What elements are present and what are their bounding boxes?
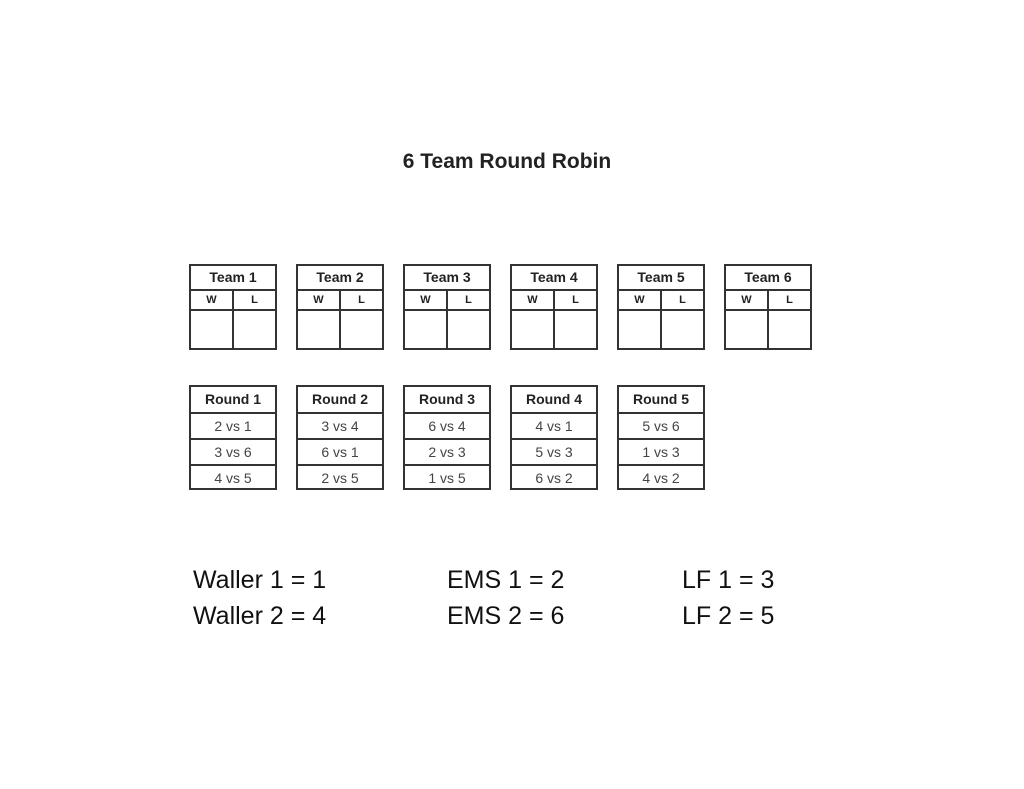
team-box: Team 3 W L — [403, 264, 491, 350]
round-name: Round 3 — [405, 387, 489, 414]
loss-cell[interactable] — [555, 311, 596, 348]
match-cell: 4 vs 2 — [619, 464, 703, 490]
legend-column: Waller 1 = 1 Waller 2 = 4 — [193, 562, 326, 634]
team-name: Team 3 — [405, 266, 489, 291]
round-box: Round 3 6 vs 4 2 vs 3 1 vs 5 — [403, 385, 491, 490]
loss-label: L — [786, 294, 793, 306]
win-loss-header: W L — [191, 291, 275, 311]
legend-entry: EMS 1 = 2 — [447, 566, 565, 594]
round-box: Round 1 2 vs 1 3 vs 6 4 vs 5 — [189, 385, 277, 490]
tally-cells — [512, 311, 596, 348]
match-cell: 1 vs 5 — [405, 464, 489, 490]
tally-cells — [726, 311, 810, 348]
legend-entry: LF 2 = 5 — [682, 602, 775, 630]
loss-cell[interactable] — [448, 311, 489, 348]
team-name: Team 4 — [512, 266, 596, 291]
loss-label: L — [679, 294, 686, 306]
legend-column: EMS 1 = 2 EMS 2 = 6 — [447, 562, 564, 634]
loss-label: L — [572, 294, 579, 306]
tally-cells — [298, 311, 382, 348]
match-cell: 1 vs 3 — [619, 438, 703, 464]
win-loss-header: W L — [298, 291, 382, 311]
win-cell[interactable] — [726, 311, 769, 348]
win-cell[interactable] — [405, 311, 448, 348]
round-name: Round 2 — [298, 387, 382, 414]
team-name: Team 1 — [191, 266, 275, 291]
win-cell[interactable] — [512, 311, 555, 348]
match-cell: 6 vs 4 — [428, 418, 466, 434]
match-cell: 5 vs 3 — [512, 438, 596, 464]
match-cell: 4 vs 1 — [535, 418, 573, 434]
win-label: W — [726, 291, 769, 309]
round-box: Round 4 4 vs 1 5 vs 3 6 vs 2 — [510, 385, 598, 490]
team-name: Team 2 — [298, 266, 382, 291]
win-loss-header: W L — [512, 291, 596, 311]
page-title: 6 Team Round Robin — [402, 150, 612, 173]
win-cell[interactable] — [619, 311, 662, 348]
win-cell[interactable] — [191, 311, 234, 348]
team-tally-row: Team 1 W L Team 2 W L Team 3 W L — [189, 264, 831, 350]
loss-cell[interactable] — [662, 311, 703, 348]
win-label: W — [298, 291, 341, 309]
match-cell: 2 vs 3 — [405, 438, 489, 464]
tally-cells — [191, 311, 275, 348]
win-loss-header: W L — [726, 291, 810, 311]
match-cell: 4 vs 5 — [191, 464, 275, 490]
team-box: Team 2 W L — [296, 264, 384, 350]
team-box: Team 5 W L — [617, 264, 705, 350]
legend-entry: EMS 2 = 6 — [447, 602, 565, 630]
loss-label: L — [465, 294, 472, 306]
loss-cell[interactable] — [769, 311, 810, 348]
win-cell[interactable] — [298, 311, 341, 348]
round-schedule-row: Round 1 2 vs 1 3 vs 6 4 vs 5 Round 2 3 v… — [189, 385, 724, 490]
legend-entry: Waller 2 = 4 — [193, 602, 327, 630]
team-name: Team 6 — [726, 266, 810, 291]
team-box: Team 6 W L — [724, 264, 812, 350]
match-cell: 3 vs 4 — [321, 418, 359, 434]
loss-label: L — [358, 294, 365, 306]
loss-label: L — [251, 294, 258, 306]
loss-cell[interactable] — [341, 311, 382, 348]
win-label: W — [512, 291, 555, 309]
win-label: W — [191, 291, 234, 309]
round-box: Round 5 5 vs 6 1 vs 3 4 vs 2 — [617, 385, 705, 490]
match-cell: 6 vs 2 — [512, 464, 596, 490]
team-box: Team 4 W L — [510, 264, 598, 350]
match-cell: 2 vs 5 — [298, 464, 382, 490]
win-loss-header: W L — [405, 291, 489, 311]
legend-column: LF 1 = 3 LF 2 = 5 — [682, 562, 774, 634]
win-loss-header: W L — [619, 291, 703, 311]
round-name: Round 4 — [512, 387, 596, 414]
round-name: Round 1 — [191, 387, 275, 414]
legend-entry: Waller 1 = 1 — [193, 566, 327, 594]
match-cell: 2 vs 1 — [214, 418, 252, 434]
match-cell: 6 vs 1 — [298, 438, 382, 464]
loss-cell[interactable] — [234, 311, 275, 348]
round-box: Round 2 3 vs 4 6 vs 1 2 vs 5 — [296, 385, 384, 490]
round-name: Round 5 — [619, 387, 703, 414]
win-label: W — [619, 291, 662, 309]
tally-cells — [619, 311, 703, 348]
win-label: W — [405, 291, 448, 309]
tally-cells — [405, 311, 489, 348]
match-cell: 5 vs 6 — [642, 418, 680, 434]
legend-entry: LF 1 = 3 — [682, 566, 775, 594]
team-name: Team 5 — [619, 266, 703, 291]
match-cell: 3 vs 6 — [191, 438, 275, 464]
team-box: Team 1 W L — [189, 264, 277, 350]
